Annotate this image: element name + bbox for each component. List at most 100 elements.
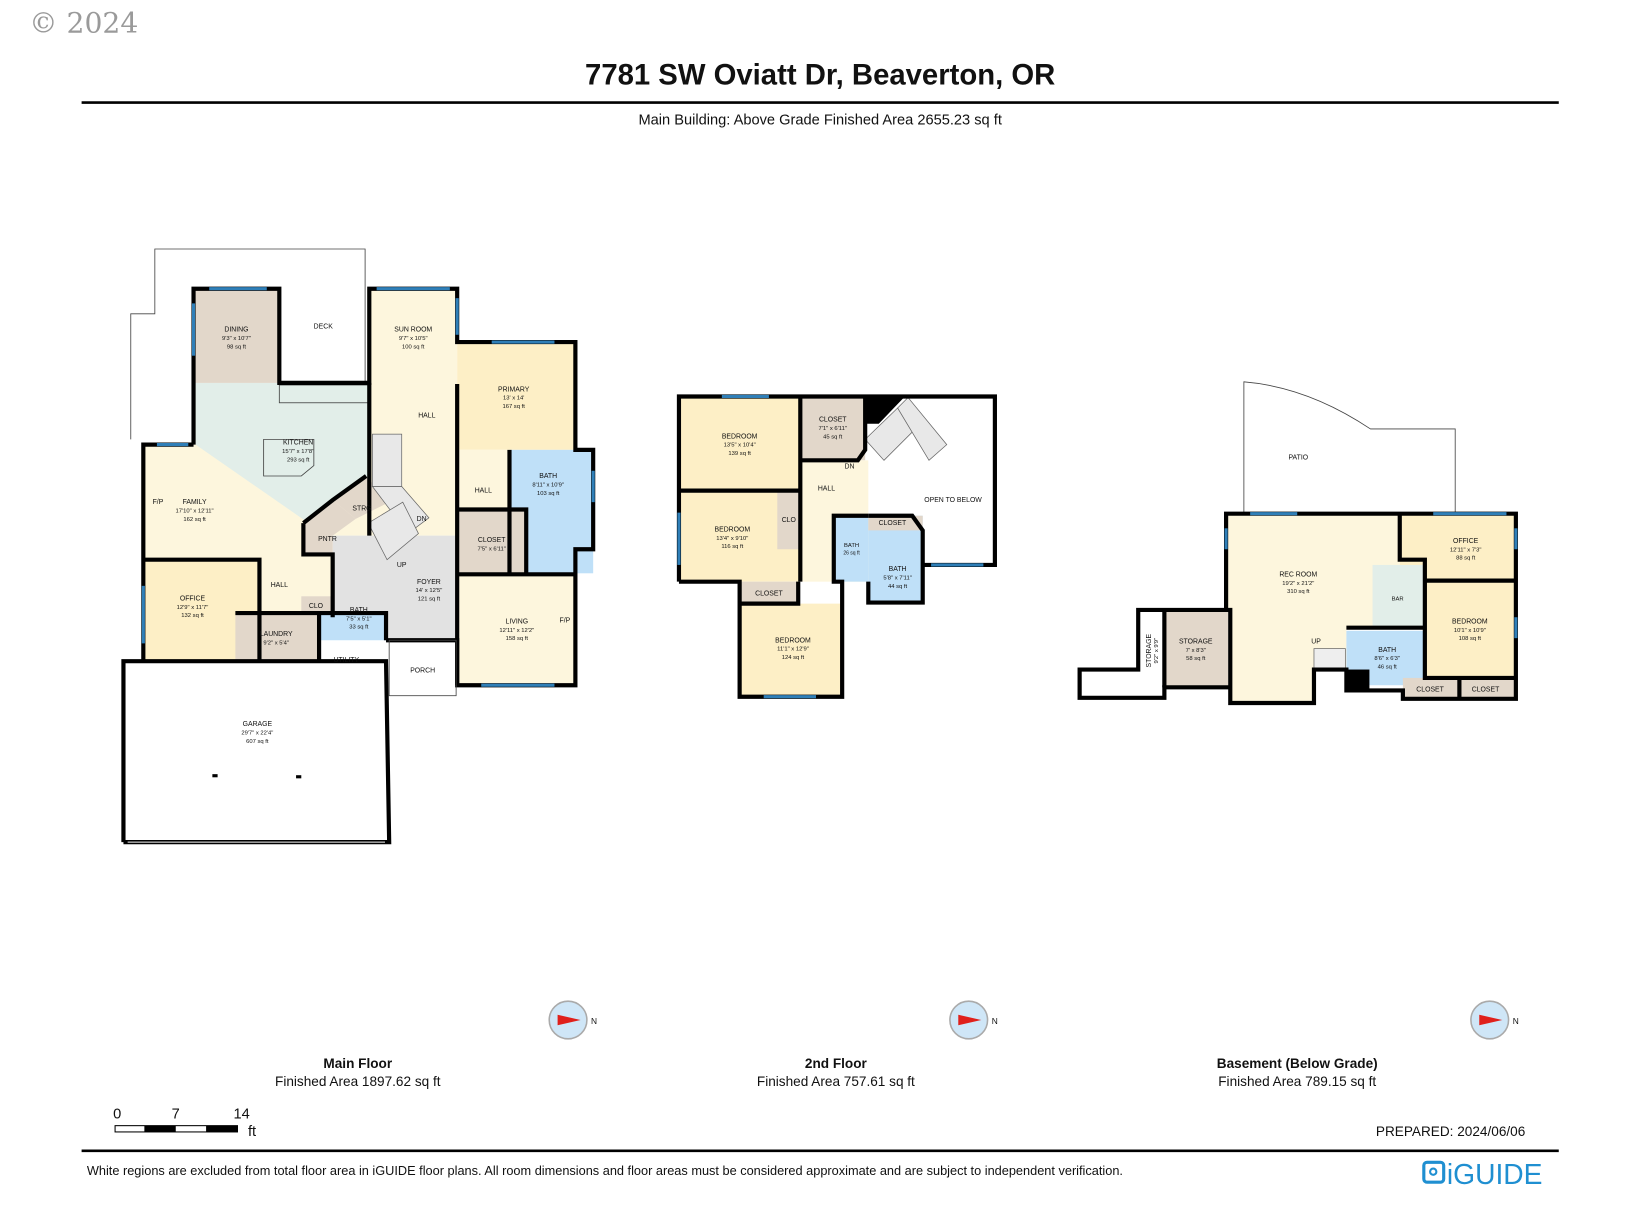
room-label-closet: CLOSET: [879, 520, 907, 527]
room-label-hall: HALL: [271, 582, 288, 589]
prepared-date: PREPARED: 2024/06/06: [1376, 1124, 1525, 1139]
svg-text:STORAGE: STORAGE: [1179, 638, 1213, 645]
svg-text:Finished Area 1897.62 sq ft: Finished Area 1897.62 sq ft: [275, 1074, 441, 1089]
svg-text:26 sq ft: 26 sq ft: [843, 550, 860, 556]
svg-text:N: N: [992, 1016, 998, 1026]
room-label-porch: PORCH: [410, 668, 435, 675]
svg-text:BEDROOM: BEDROOM: [1452, 619, 1488, 626]
room-label-laundry: LAUNDRY 9'2" x 5'4": [260, 631, 293, 646]
svg-text:13' x 14': 13' x 14': [503, 396, 524, 402]
stairs-up-label: UP: [1311, 638, 1321, 645]
caption-basement: Basement (Below Grade)Finished Area 789.…: [1217, 1056, 1378, 1089]
svg-text:9'2" x 5'4": 9'2" x 5'4": [263, 640, 289, 646]
svg-text:293 sq ft: 293 sq ft: [287, 457, 310, 463]
svg-text:45 sq ft: 45 sq ft: [823, 434, 843, 440]
svg-text:46 sq ft: 46 sq ft: [1378, 664, 1398, 670]
svg-text:REC ROOM: REC ROOM: [1279, 571, 1317, 578]
room-label-closet: CLOSET: [1472, 687, 1500, 694]
foyer-area: [332, 535, 458, 641]
svg-text:LAUNDRY: LAUNDRY: [260, 631, 293, 638]
svg-text:12'11" x 12'2": 12'11" x 12'2": [499, 628, 534, 634]
stairs: [1313, 648, 1346, 670]
svg-text:CLOSET: CLOSET: [478, 537, 506, 544]
compass-main-floor: N: [548, 1000, 597, 1040]
room-label-pantry: PNTR: [318, 536, 337, 543]
svg-text:58 sq ft: 58 sq ft: [1186, 656, 1206, 662]
stairs-down-label: DN: [845, 464, 855, 471]
svg-text:116 sq ft: 116 sq ft: [721, 544, 743, 550]
svg-text:33 sq ft: 33 sq ft: [349, 625, 369, 631]
svg-text:12'9" x 11'7": 12'9" x 11'7": [177, 605, 209, 611]
svg-text:ft: ft: [248, 1124, 256, 1140]
svg-text:7: 7: [172, 1106, 180, 1122]
svg-text:SUN ROOM: SUN ROOM: [394, 327, 432, 334]
svg-text:29'7" x 22'4": 29'7" x 22'4": [241, 730, 273, 736]
svg-text:14' x 12'5": 14' x 12'5": [416, 588, 443, 594]
svg-text:607 sq ft: 607 sq ft: [246, 739, 269, 745]
room-label-clo: CLO: [309, 603, 324, 610]
room-label-garage: GARAGE 29'7" x 22'4" 607 sq ft: [241, 721, 273, 745]
svg-text:7'1" x 6'11": 7'1" x 6'11": [819, 426, 847, 432]
svg-text:5'8" x 7'11": 5'8" x 7'11": [883, 576, 911, 582]
svg-text:GARAGE: GARAGE: [243, 721, 273, 728]
patio-outline: [1243, 381, 1456, 514]
svg-text:13'4" x 9'10": 13'4" x 9'10": [716, 536, 748, 542]
room-label-hall: HALL: [818, 486, 835, 493]
room-label-open-to-below: OPEN TO BELOW: [924, 497, 982, 504]
svg-text:Basement (Below Grade): Basement (Below Grade): [1217, 1056, 1378, 1071]
svg-text:124 sq ft: 124 sq ft: [782, 655, 805, 661]
svg-text:88 sq ft: 88 sq ft: [1456, 556, 1476, 562]
disclaimer: White regions are excluded from total fl…: [87, 1163, 1123, 1178]
svg-text:11'1" x 12'9": 11'1" x 12'9": [777, 647, 809, 653]
svg-text:44 sq ft: 44 sq ft: [888, 584, 908, 590]
svg-text:0: 0: [113, 1106, 121, 1122]
svg-text:OFFICE: OFFICE: [180, 595, 206, 602]
room-label-closet: CLOSET: [755, 590, 783, 597]
svg-text:BATH: BATH: [844, 543, 859, 549]
svg-text:14: 14: [234, 1106, 250, 1122]
svg-text:7'5" x 5'1": 7'5" x 5'1": [346, 616, 372, 622]
svg-text:98 sq ft: 98 sq ft: [227, 344, 247, 350]
room-label-deck: DECK: [314, 323, 334, 330]
svg-text:BATH: BATH: [1378, 647, 1396, 654]
compass-basement: N: [1470, 1000, 1519, 1040]
page-subtitle: Main Building: Above Grade Finished Area…: [638, 112, 1001, 128]
copyright-watermark: © 2024: [29, 6, 138, 39]
room-label-bath: BATH 7'5" x 5'1" 33 sq ft: [346, 607, 372, 631]
svg-text:PRIMARY: PRIMARY: [498, 386, 530, 393]
svg-text:STORAGE: STORAGE: [1146, 634, 1153, 668]
svg-text:17'10" x 12'11": 17'10" x 12'11": [176, 509, 214, 515]
dining-room: [193, 288, 280, 383]
svg-text:158 sq ft: 158 sq ft: [506, 636, 529, 642]
svg-text:N: N: [1513, 1016, 1519, 1026]
svg-text:BEDROOM: BEDROOM: [715, 526, 751, 533]
svg-text:BATH: BATH: [350, 607, 368, 614]
svg-text:100 sq ft: 100 sq ft: [402, 344, 425, 350]
room-label-clo: CLO: [782, 517, 797, 524]
stairs-up-label: UP: [397, 562, 407, 569]
svg-text:13'5" x 10'4": 13'5" x 10'4": [724, 443, 756, 449]
room-label-hall: HALL: [475, 488, 492, 495]
page-title: 7781 SW Oviatt Dr, Beaverton, OR: [585, 59, 1055, 92]
svg-text:108 sq ft: 108 sq ft: [1459, 636, 1482, 642]
svg-text:132 sq ft: 132 sq ft: [181, 613, 204, 619]
svg-text:19'2" x 21'2": 19'2" x 21'2": [1282, 581, 1314, 587]
room-label-hall: HALL: [418, 412, 435, 419]
main-floor-windows: [141, 287, 595, 687]
svg-text:BEDROOM: BEDROOM: [722, 433, 758, 440]
svg-text:9'7" x 10'5": 9'7" x 10'5": [399, 336, 428, 342]
kitchen-island: [263, 438, 315, 477]
svg-text:N: N: [591, 1016, 597, 1026]
fireplace-label: F/P: [560, 617, 571, 624]
svg-text:10'1" x 10'9": 10'1" x 10'9": [1454, 628, 1486, 634]
stairs-down-label: DN: [417, 516, 427, 523]
svg-text:2nd Floor: 2nd Floor: [805, 1056, 868, 1071]
